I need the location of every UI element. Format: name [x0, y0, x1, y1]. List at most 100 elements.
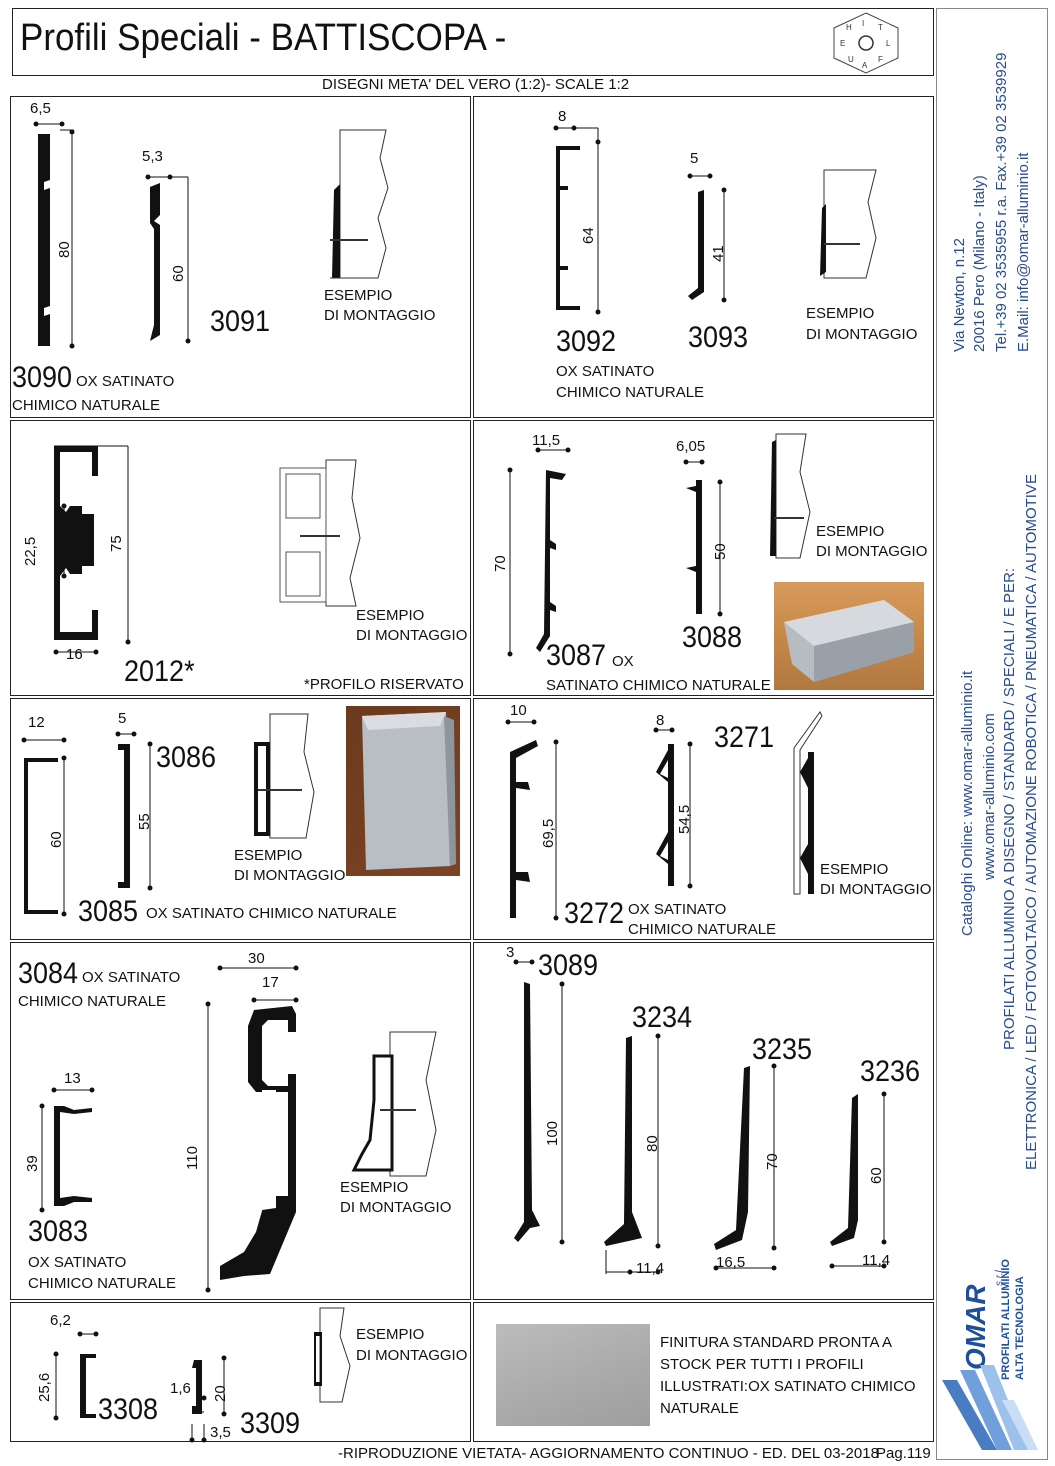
panel-3308-3309: [10, 1302, 471, 1442]
mount-label-9b: DI MONTAGGIO: [356, 1347, 468, 1364]
profile-3236-drawing: [829, 1091, 887, 1269]
address-line1: Via Newton, n.12: [951, 238, 968, 352]
mount-label-1a: ESEMPIO: [324, 287, 393, 304]
panel-3087-3088: [473, 420, 934, 696]
product-photo-3085: [346, 706, 460, 876]
mount-label-9a: ESEMPIO: [356, 1326, 425, 1343]
profile-3089-drawing: [513, 959, 565, 1245]
product-photo-3087: [774, 582, 924, 690]
dim-2012-width: 16: [66, 646, 83, 663]
dim-3086-width: 5: [118, 710, 127, 727]
profile-3088-drawing: [683, 459, 723, 617]
omar-logo-icon: [942, 1365, 1038, 1450]
dim-3089-height: 100: [544, 1120, 561, 1146]
finish-swatch: [496, 1324, 650, 1426]
panel-3090-3091: [10, 96, 471, 418]
mount-label-6a: ESEMPIO: [820, 861, 889, 878]
finish-3272-a: OX SATINATO: [628, 901, 727, 918]
profile-3091-drawing: [145, 174, 191, 344]
catalog-line1: Cataloghi Online: www.omar-alluminio.it: [959, 670, 976, 936]
code-3309: 3309: [240, 1407, 301, 1440]
svg-text:I: I: [862, 19, 864, 28]
mount-label-3a: ESEMPIO: [356, 607, 425, 624]
code-3085: 3085: [78, 895, 139, 928]
code-3087: 3087: [546, 639, 607, 672]
dim-3089-width: 3: [506, 944, 515, 961]
dim-3271-height: 54,5: [676, 804, 693, 834]
profile-3092-drawing: [553, 125, 601, 315]
svg-text:F: F: [878, 55, 883, 64]
dim-3234-foot: 11,4: [636, 1260, 665, 1277]
mount-label-7a: ESEMPIO: [340, 1179, 409, 1196]
code-3271: 3271: [714, 721, 775, 754]
profile-3085-drawing: [21, 737, 67, 917]
dim-3088-width: 6,05: [676, 438, 706, 455]
code-3308: 3308: [98, 1393, 159, 1426]
mount-example-3086-drawing: [254, 713, 315, 839]
mount-label-4b: DI MONTAGGIO: [816, 543, 928, 560]
panel-3085-3086: [10, 698, 471, 940]
mount-label-7b: DI MONTAGGIO: [340, 1199, 452, 1216]
dim-3090-height: 80: [56, 241, 73, 258]
mount-example-3088-drawing: [770, 433, 811, 559]
dim-3093-width: 5: [690, 150, 699, 167]
dim-3084-inner: 17: [262, 974, 279, 991]
dim-2012-inner: 22,5: [22, 536, 39, 566]
finish-3084-b: CHIMICO NATURALE: [18, 993, 167, 1010]
finish-note-line1: FINITURA STANDARD PRONTA A: [660, 1334, 892, 1351]
finish-3090-a: OX SATINATO: [76, 373, 175, 390]
mount-label-5a: ESEMPIO: [234, 847, 303, 864]
svg-text:E: E: [840, 39, 845, 48]
panel-3271-3272: [473, 698, 934, 940]
dim-3092-width: 8: [558, 108, 567, 125]
dim-3083-width: 13: [64, 1070, 81, 1087]
sidebar-box: [936, 8, 1048, 1460]
dim-3086-height: 55: [136, 813, 153, 830]
dim-3092-height: 64: [580, 227, 597, 244]
mount-label-2b: DI MONTAGGIO: [806, 326, 918, 343]
dim-3309-height: 20: [212, 1385, 229, 1402]
code-3234: 3234: [632, 1001, 693, 1034]
code-2012: 2012*: [124, 655, 195, 688]
code-3090: 3090: [12, 361, 73, 394]
dim-3236-height: 60: [868, 1167, 885, 1184]
dim-3235-foot: 16,5: [716, 1254, 746, 1271]
finish-3090-b: CHIMICO NATURALE: [12, 397, 161, 414]
title-box: [12, 8, 934, 76]
dim-3083-height: 39: [24, 1155, 41, 1172]
phone-line: Tel.+39 02 3535955 r.a. Fax.+39 02 35399…: [993, 52, 1010, 352]
profile-2012-drawing: [53, 445, 131, 655]
code-3086: 3086: [156, 741, 217, 774]
code-3093: 3093: [688, 321, 749, 354]
sectors-line2: ELETTRONICA / LED / FOTOVOLTAICO / AUTOM…: [1023, 474, 1040, 1170]
dim-3090-width: 6,5: [30, 100, 51, 117]
panel-3092-3093: [473, 96, 934, 418]
dim-3084-width: 30: [248, 950, 265, 967]
code-3091: 3091: [210, 305, 271, 338]
sectors-line1: PROFILATI ALLUMINIO A DISEGNO / STANDARD…: [1001, 567, 1018, 1050]
profile-3235-drawing: [713, 1063, 777, 1271]
panel-finish: [473, 1302, 934, 1442]
profile-3308-drawing: [53, 1331, 99, 1421]
finish-3272-b: CHIMICO NATURALE: [628, 921, 777, 938]
dim-3091-height: 60: [170, 265, 187, 282]
dim-3308-height: 25,6: [36, 1372, 53, 1402]
finish-3084-a: OX SATINATO: [82, 969, 181, 986]
profile-3093-drawing: [687, 173, 727, 303]
dim-3309-flange: 1,6: [170, 1380, 191, 1397]
mount-example-3091-drawing: [330, 129, 389, 279]
dim-3085-width: 12: [28, 714, 45, 731]
reserved-note: *PROFILO RISERVATO: [304, 676, 464, 693]
profile-3083-drawing: [39, 1087, 95, 1213]
dim-3085-height: 60: [48, 831, 65, 848]
page-number: Pag.119: [876, 1445, 931, 1462]
dim-3235-height: 70: [764, 1153, 781, 1170]
code-3272: 3272: [564, 897, 625, 930]
mount-label-4a: ESEMPIO: [816, 523, 885, 540]
profile-3084-drawing: [205, 965, 299, 1293]
profile-3234-drawing: [604, 1033, 661, 1275]
profile-3086-drawing: [115, 731, 153, 891]
finish-note-line4: NATURALE: [660, 1400, 739, 1417]
panel-3089-3236: [473, 942, 934, 1300]
page-title: Profili Speciali - BATTISCOPA -: [20, 17, 507, 59]
